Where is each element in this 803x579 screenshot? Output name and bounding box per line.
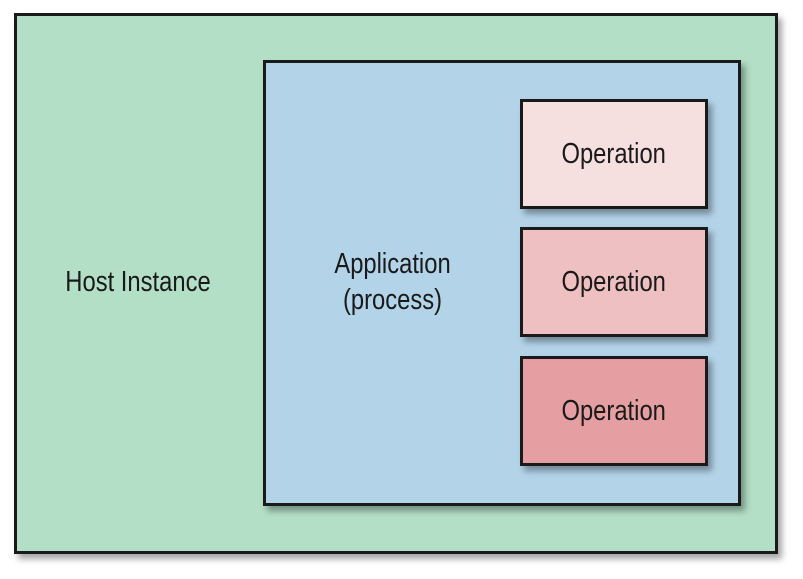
host-instance-label: Host Instance (65, 266, 211, 298)
application-label-line2: (process) (342, 284, 443, 316)
application-label: Application (process) (317, 246, 469, 318)
operation-label-1: Operation (561, 137, 667, 170)
operation-box-1: Operation (520, 99, 708, 209)
operation-box-2: Operation (520, 227, 708, 337)
operation-label-2: Operation (561, 265, 667, 298)
operation-box-3: Operation (520, 356, 708, 466)
operation-label-3: Operation (561, 394, 667, 427)
application-label-line1: Application (334, 248, 451, 280)
